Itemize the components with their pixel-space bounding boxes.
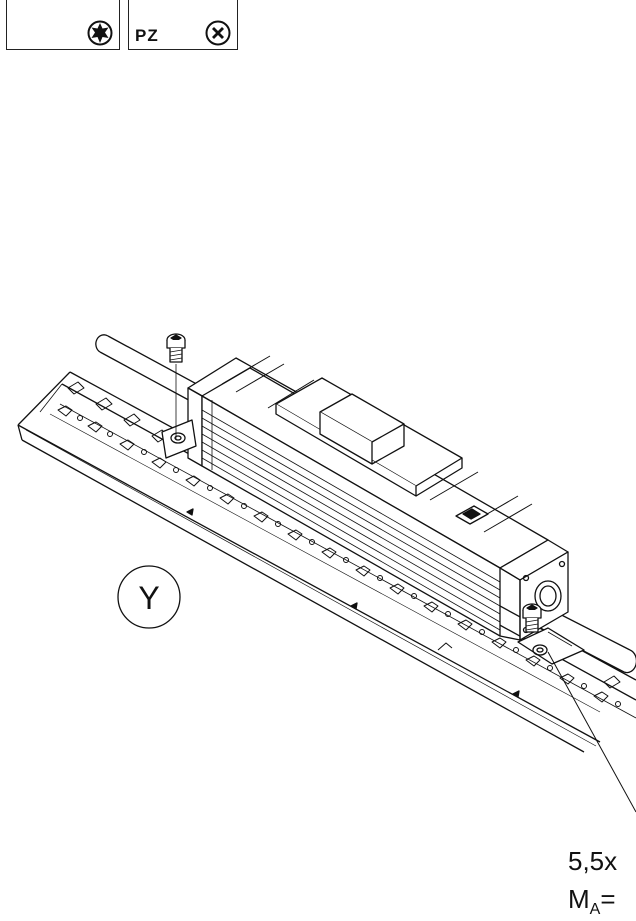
torque-equals: = [600,884,616,914]
torque-subscript: A [589,901,601,919]
pozidriv-cross-icon [205,20,231,46]
torx-tool-box [6,0,120,50]
left-bracket [161,364,197,459]
right-bracket [517,627,585,665]
torque-spec: MA= [568,884,616,919]
left-screw [166,333,186,363]
view-label-circle [117,565,181,629]
view-label: Y [138,580,159,616]
pz-label: PZ [135,26,159,45]
screw-size-spec: 5,5x [568,846,618,876]
torx-star-icon [87,20,113,46]
torque-symbol: M [568,884,590,914]
leader-line [547,651,636,813]
device-body [187,355,569,641]
pozidriv-tool-box: PZ [128,0,238,50]
rail-slots [57,381,621,707]
right-screw [522,603,542,633]
